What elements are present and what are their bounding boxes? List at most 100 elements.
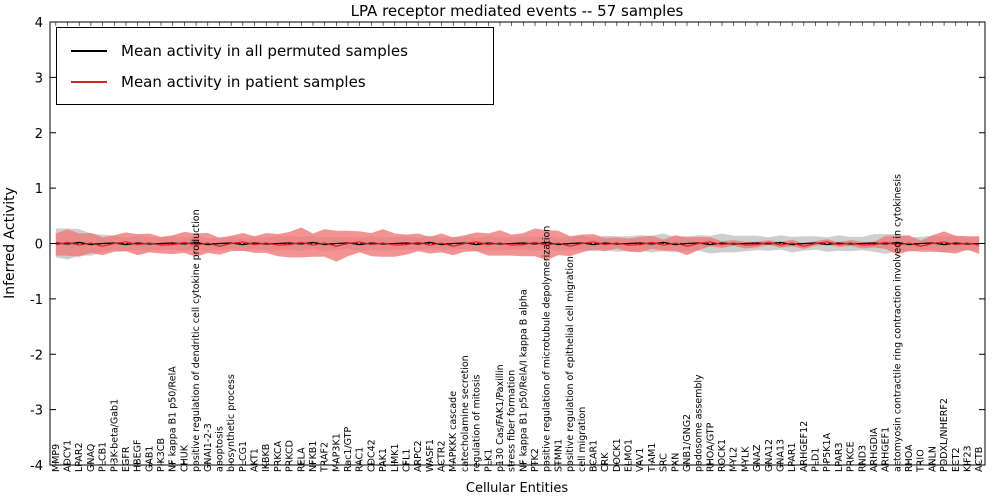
x-category-label: BCAR1 [588, 440, 599, 472]
x-category-label: apoptosis [214, 426, 225, 472]
x-category-label: CHUK [179, 444, 190, 472]
x-category-label: MAP3K1 [331, 433, 342, 472]
x-category-label: regulation of mitosis [472, 375, 483, 472]
x-category-label: PLCB1 [98, 442, 109, 472]
y-tick-label: -4 [30, 459, 43, 474]
y-axis-label: Inferred Activity [2, 187, 18, 299]
x-category-label: NF kappa B1 p50/RelA/I kappa B alpha [518, 289, 529, 472]
x-category-label: biosynthetic process [226, 374, 237, 472]
x-category-label: ECT2 [951, 448, 962, 472]
x-category-label: PRKCD [285, 440, 296, 472]
legend-item-patient: Mean activity in patient samples [71, 66, 479, 97]
x-category-label: PTK2 [530, 448, 541, 472]
legend: Mean activity in all permuted samples Me… [56, 27, 494, 105]
legend-label-permuted: Mean activity in all permuted samples [121, 41, 408, 60]
y-tick-label: 0 [35, 238, 43, 253]
x-category-label: CRK [600, 452, 611, 472]
x-category-label: CDC42 [366, 439, 377, 472]
x-category-label: TRAF2 [320, 442, 331, 473]
x-category-label: PLCG1 [238, 441, 249, 472]
y-tick-label: -3 [30, 404, 43, 419]
x-category-label: LPAR2 [74, 442, 85, 472]
x-category-label: TIAM1 [647, 443, 658, 473]
x-category-label: ARPC2 [413, 440, 424, 472]
x-category-label: ROCK1 [717, 439, 728, 472]
x-category-label: GNA12 [764, 439, 775, 472]
x-category-label: PAK1 [378, 448, 389, 472]
x-category-label: GNAQ [86, 444, 97, 472]
legend-item-permuted: Mean activity in all permuted samples [71, 35, 479, 66]
x-category-label: PRKCE [846, 441, 857, 472]
x-category-label: LPAR1 [787, 442, 798, 472]
x-category-label: ARHGEF1 [881, 427, 892, 472]
legend-label-patient: Mean activity in patient samples [121, 72, 366, 91]
x-category-label: EGFR [121, 446, 132, 472]
x-category-label: LIMK1 [390, 443, 401, 472]
x-category-label: positive regulation of microtubule depol… [542, 226, 553, 472]
x-category-label: MMP9 [51, 444, 62, 472]
x-category-label: RHOA [904, 444, 915, 472]
x-axis-label: Cellular Entities [466, 481, 568, 496]
legend-line-permuted-swatch [71, 49, 107, 52]
x-category-label: cell migration [577, 407, 588, 472]
x-category-label: GNA13 [775, 439, 786, 472]
x-category-label: NF kappa B1 p50/RelA [168, 366, 179, 472]
x-category-label: MAPKKK cascade [448, 391, 459, 472]
x-category-label: catecholamine secretion [460, 355, 471, 472]
x-category-label: IKBKB [261, 444, 272, 472]
x-category-label: ACTB [974, 447, 985, 472]
x-category-label: AKT1 [250, 448, 261, 472]
x-category-label: HBEGF [133, 440, 144, 473]
x-category-label: Rac1/GTP [343, 426, 354, 472]
x-category-label: ELMO1 [624, 439, 635, 472]
x-category-label: ADCY1 [63, 440, 74, 472]
x-category-label: DOCK1 [612, 438, 623, 472]
y-tick-label: 4 [35, 16, 43, 31]
x-category-label: VAV1 [635, 448, 646, 472]
x-category-label: podosome assembly [694, 374, 705, 472]
y-tick-label: 1 [35, 182, 43, 197]
x-category-label: KIF23 [962, 445, 973, 472]
x-category-label: p130 Cas/FAK1/Paxillin [495, 364, 506, 472]
x-category-label: ARHGEF12 [799, 421, 810, 472]
x-category-label: stress fiber formation [507, 370, 518, 472]
x-category-label: PLD1 [811, 448, 822, 472]
x-category-label: ARHGDIA [869, 427, 880, 472]
x-category-label: GNAZ [752, 444, 763, 472]
line-permuted-mean [55, 241, 980, 246]
x-category-label: LPAR3 [834, 442, 845, 472]
y-tick-label: -1 [30, 293, 43, 308]
x-category-label: actomyosin contractile ring contraction … [892, 174, 903, 472]
x-category-label: PLK1 [483, 449, 494, 472]
x-category-label: GNAI1-2-3 [203, 423, 214, 472]
x-category-label: PXN [670, 453, 681, 472]
x-category-label: positive regulation of dendritic cell cy… [191, 209, 202, 472]
x-category-label: MYLK [740, 446, 751, 472]
x-category-label: PRKCA [273, 440, 284, 472]
x-category-label: GAB1 [144, 446, 155, 472]
x-category-label: NFKB1 [308, 441, 319, 472]
x-category-label: TRIO [916, 449, 927, 473]
x-category-label: ANLN [927, 446, 938, 472]
x-category-label: CFL1 [401, 449, 412, 472]
x-category-label: ACTR2 [437, 441, 448, 472]
y-tick-label: -2 [30, 348, 43, 363]
x-category-label: RAC1 [355, 447, 366, 472]
x-category-label: PI3K-beta/Gab1 [109, 399, 120, 472]
x-category-label: positive regulation of epithelial cell m… [565, 256, 576, 472]
y-tick-label: 3 [35, 71, 43, 86]
x-category-label: MYL2 [729, 447, 740, 472]
y-tick-label: 2 [35, 127, 43, 142]
x-category-label: WASF1 [425, 439, 436, 472]
line-patient-mean [55, 241, 980, 247]
x-category-label: RELA [296, 447, 307, 472]
x-category-label: STMN1 [553, 439, 564, 472]
x-category-label: GNB1/GNG2 [682, 414, 693, 472]
legend-line-patient-swatch [71, 80, 107, 83]
x-category-label: PIK3CB [156, 438, 167, 472]
x-category-label: PIP5K1A [822, 432, 833, 472]
chart-title: LPA receptor mediated events -- 57 sampl… [351, 2, 684, 20]
